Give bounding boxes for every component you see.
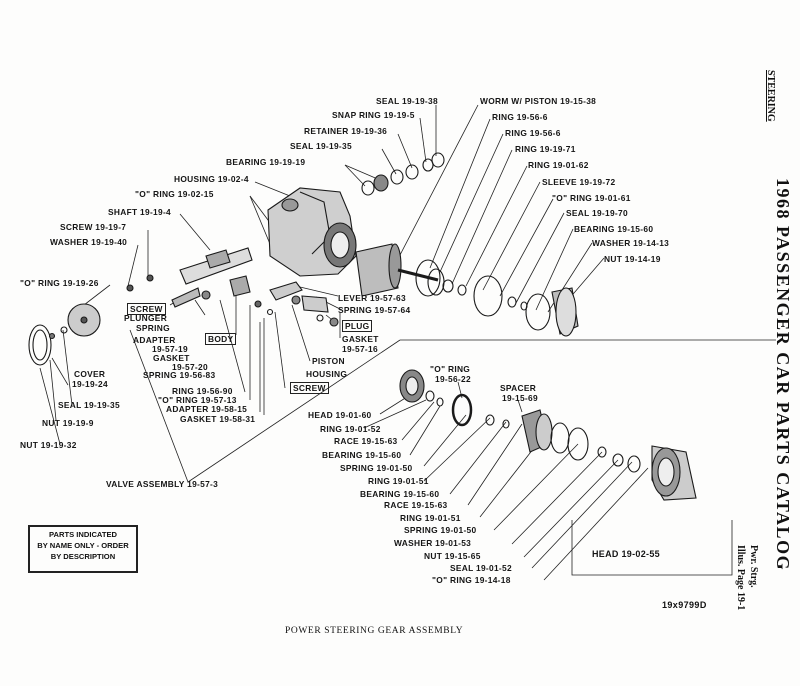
label-seal-19-19-70: SEAL 19-19-70 bbox=[566, 208, 628, 218]
label-ring-19-01-51-b: RING 19-01-51 bbox=[400, 513, 461, 523]
label-spacer: SPACER bbox=[500, 383, 537, 393]
label-gasket-19-57-20: GASKET bbox=[153, 353, 190, 363]
label-screw-19-19-7: SCREW 19-19-7 bbox=[60, 222, 127, 232]
catalog-title: 1968 PASSENGER CAR PARTS CATALOG bbox=[773, 178, 793, 572]
label-o-ring-number-22: 19-56-22 bbox=[435, 374, 471, 384]
label-spring-19-56-83: SPRING 19-56-83 bbox=[143, 370, 216, 380]
label-spacer-number: 19-15-69 bbox=[502, 393, 538, 403]
label-retainer: RETAINER 19-19-36 bbox=[304, 126, 388, 136]
label-o-ring-19-56-22: "O" RING bbox=[430, 364, 471, 374]
label-ring-19-56-6-b: RING 19-56-6 bbox=[505, 128, 561, 138]
label-plunger: PLUNGER bbox=[124, 313, 168, 323]
label-body: BODY bbox=[205, 333, 237, 345]
label-ring-19-19-71: RING 19-19-71 bbox=[515, 144, 576, 154]
label-screw-bottom: SCREW bbox=[290, 382, 329, 394]
label-washer-19-14-13: WASHER 19-14-13 bbox=[592, 238, 670, 248]
label-ring-19-01-52: RING 19-01-52 bbox=[320, 424, 381, 434]
note-line-2: BY NAME ONLY - ORDER bbox=[37, 541, 129, 550]
label-seal-19-19-38: SEAL 19-19-38 bbox=[376, 96, 438, 106]
label-o-ring-19-02-15: "O" RING 19-02-15 bbox=[135, 189, 214, 199]
label-cover-number: 19-19-24 bbox=[72, 379, 108, 389]
label-housing: HOUSING 19-02-4 bbox=[174, 174, 249, 184]
label-seal-19-19-35-top: SEAL 19-19-35 bbox=[290, 141, 352, 151]
label-washer-19-19-40: WASHER 19-19-40 bbox=[50, 237, 128, 247]
label-seal-19-19-35-bottom: SEAL 19-19-35 bbox=[58, 400, 120, 410]
label-snap-ring: SNAP RING 19-19-5 bbox=[332, 110, 415, 120]
label-cover: COVER bbox=[74, 369, 106, 379]
label-nut-19-19-32: NUT 19-19-32 bbox=[20, 440, 77, 450]
label-gasket-number-16: 19-57-16 bbox=[342, 344, 378, 354]
section-label: STEERING bbox=[765, 70, 776, 122]
label-seal-19-01-52: SEAL 19-01-52 bbox=[450, 563, 512, 573]
label-spring-19-01-50-b: SPRING 19-01-50 bbox=[404, 525, 477, 535]
label-spring-19-01-50-a: SPRING 19-01-50 bbox=[340, 463, 413, 473]
label-o-ring-19-19-26: "O" RING 19-19-26 bbox=[20, 278, 99, 288]
parts-drawing bbox=[28, 152, 697, 501]
label-lever: LEVER 19-57-63 bbox=[338, 293, 406, 303]
label-plug: PLUG bbox=[342, 320, 373, 332]
label-bearing-19-19-19: BEARING 19-19-19 bbox=[226, 157, 306, 167]
label-spring-19-57-64: SPRING 19-57-64 bbox=[338, 305, 411, 315]
label-valve-assembly: VALVE ASSEMBLY 19-57-3 bbox=[106, 479, 219, 489]
label-race-19-15-63-a: RACE 19-15-63 bbox=[334, 436, 398, 446]
label-ring-19-56-6-a: RING 19-56-6 bbox=[492, 112, 548, 122]
label-spring-small: SPRING bbox=[136, 323, 170, 333]
label-gasket-19-58-31: GASKET 19-58-31 bbox=[180, 414, 256, 424]
label-head-19-02-55: HEAD 19-02-55 bbox=[592, 549, 660, 559]
label-housing-small: HOUSING bbox=[306, 369, 348, 379]
note-line-1: PARTS INDICATED bbox=[48, 530, 118, 539]
parts-note-box: PARTS INDICATED BY NAME ONLY - ORDER BY … bbox=[28, 525, 138, 573]
label-adapter-19-57-19: ADAPTER bbox=[133, 335, 176, 345]
label-screw-small: SCREW bbox=[127, 303, 166, 315]
label-o-ring-19-57-13: "O" RING 19-57-13 bbox=[158, 395, 237, 405]
label-gasket-number: 19-57-20 bbox=[172, 362, 208, 372]
label-o-ring-19-01-61: "O" RING 19-01-61 bbox=[552, 193, 631, 203]
label-ring-19-01-62: RING 19-01-62 bbox=[528, 160, 589, 170]
label-bearing-19-15-60-b: BEARING 19-15-60 bbox=[360, 489, 440, 499]
label-nut-19-15-65: NUT 19-15-65 bbox=[424, 551, 481, 561]
note-line-3: BY DESCRIPTION bbox=[50, 552, 116, 561]
label-sleeve: SLEEVE 19-19-72 bbox=[542, 177, 616, 187]
label-bearing-19-15-60-top: BEARING 19-15-60 bbox=[574, 224, 654, 234]
label-nut-19-14-19: NUT 19-14-19 bbox=[604, 254, 661, 264]
label-washer-19-01-53: WASHER 19-01-53 bbox=[394, 538, 472, 548]
label-ring-19-01-51-a: RING 19-01-51 bbox=[368, 476, 429, 486]
illustration-number: 19x9799D bbox=[662, 600, 707, 610]
label-adapter-19-58-15: ADAPTER 19-58-15 bbox=[166, 404, 248, 414]
label-head-19-01-60: HEAD 19-01-60 bbox=[308, 410, 372, 420]
label-adapter-number: 19-57-19 bbox=[152, 344, 188, 354]
label-bearing-19-15-60-a: BEARING 19-15-60 bbox=[322, 450, 402, 460]
illustration-reference: Pwr. Strg. Illus. Page 19-1 bbox=[735, 545, 759, 611]
label-nut-19-19-9: NUT 19-19-9 bbox=[42, 418, 94, 428]
label-gasket-19-57-16: GASKET bbox=[342, 334, 379, 344]
label-race-19-15-63-b: RACE 19-15-63 bbox=[384, 500, 448, 510]
label-ring-19-56-90: RING 19-56-90 bbox=[172, 386, 233, 396]
diagram-caption: POWER STEERING GEAR ASSEMBLY bbox=[285, 626, 464, 636]
label-shaft: SHAFT 19-19-4 bbox=[108, 207, 172, 217]
label-o-ring-19-14-18: "O" RING 19-14-18 bbox=[432, 575, 511, 585]
label-piston: PISTON bbox=[312, 356, 345, 366]
label-worm-with-piston: WORM W/ PISTON 19-15-38 bbox=[480, 96, 597, 106]
